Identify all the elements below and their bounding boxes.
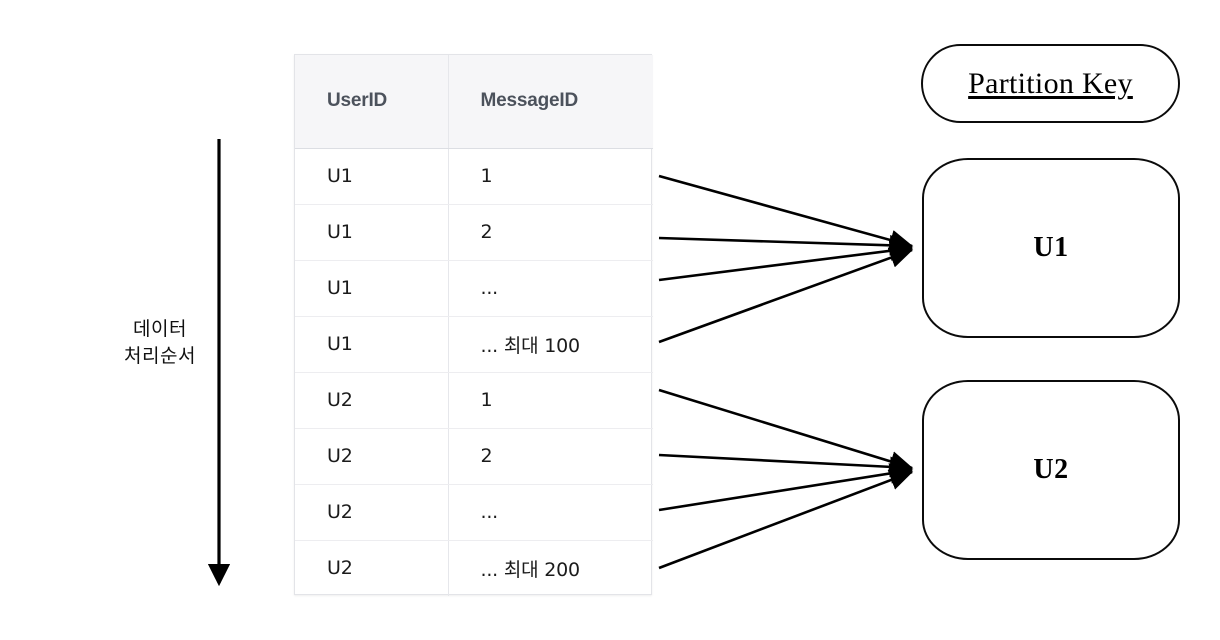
table-row: U2 ... 최대 200 bbox=[295, 540, 653, 596]
table-head: UserID MessageID bbox=[295, 55, 653, 149]
cell-userid: U1 bbox=[295, 204, 449, 261]
cell-userid: U1 bbox=[295, 260, 449, 317]
message-table: UserID MessageID U1 1 U1 2 U1 ... bbox=[294, 54, 653, 596]
cell-messageid: 2 bbox=[448, 428, 653, 485]
table-header-row: UserID MessageID bbox=[295, 55, 653, 149]
processing-order-label: 데이터 처리순서 bbox=[100, 316, 220, 370]
column-header-userid: UserID bbox=[295, 55, 449, 149]
cell-messageid: ... bbox=[448, 484, 653, 541]
edge-row7-to-u2 bbox=[658, 470, 914, 570]
edges-to-partition-u2 bbox=[658, 388, 914, 570]
cell-userid: U1 bbox=[295, 316, 449, 373]
edge-row5-to-u2 bbox=[658, 453, 914, 478]
column-header-messageid: MessageID bbox=[448, 55, 653, 149]
cell-userid: U2 bbox=[295, 428, 449, 485]
edge-row0-to-u1 bbox=[658, 174, 914, 251]
cell-messageid: ... bbox=[448, 260, 653, 317]
partition-box-u2: U2 bbox=[922, 380, 1180, 560]
edge-row6-to-u2 bbox=[658, 463, 914, 512]
partition-key-legend-label: Partition Key bbox=[968, 66, 1133, 100]
edge-row4-to-u2 bbox=[658, 388, 914, 472]
edge-row1-to-u1 bbox=[658, 234, 914, 256]
edges-to-partition-u1 bbox=[658, 174, 914, 344]
table-row: U1 ... 최대 100 bbox=[295, 316, 653, 373]
message-table-element: UserID MessageID U1 1 U1 2 U1 ... bbox=[295, 55, 653, 596]
edge-row2-to-u1 bbox=[658, 240, 914, 282]
edge-row3-to-u1 bbox=[658, 247, 914, 344]
table-row: U1 1 bbox=[295, 148, 653, 205]
partition-box-u1: U1 bbox=[922, 158, 1180, 338]
table-row: U2 1 bbox=[295, 372, 653, 429]
cell-userid: U2 bbox=[295, 484, 449, 541]
table-row: U1 ... bbox=[295, 260, 653, 317]
table-row: U2 2 bbox=[295, 428, 653, 485]
processing-order-label-line2: 처리순서 bbox=[124, 345, 196, 367]
cell-messageid: ... 최대 100 bbox=[448, 316, 653, 373]
processing-order-label-line1: 데이터 bbox=[133, 318, 187, 340]
cell-userid: U2 bbox=[295, 372, 449, 429]
cell-messageid: 1 bbox=[448, 148, 653, 205]
cell-messageid: 2 bbox=[448, 204, 653, 261]
cell-messageid: 1 bbox=[448, 372, 653, 429]
table-row: U2 ... bbox=[295, 484, 653, 541]
partition-key-legend: Partition Key bbox=[921, 44, 1180, 123]
partition-box-u1-label: U1 bbox=[1033, 232, 1069, 263]
cell-messageid: ... 최대 200 bbox=[480, 558, 581, 581]
table-row: U1 2 bbox=[295, 204, 653, 261]
partition-box-u2-label: U2 bbox=[1033, 454, 1069, 485]
cell-userid: U2 bbox=[295, 540, 449, 596]
cell-userid: U1 bbox=[295, 148, 449, 205]
table-body: U1 1 U1 2 U1 ... U1 ... 최대 100 U2 1 bbox=[295, 148, 653, 596]
